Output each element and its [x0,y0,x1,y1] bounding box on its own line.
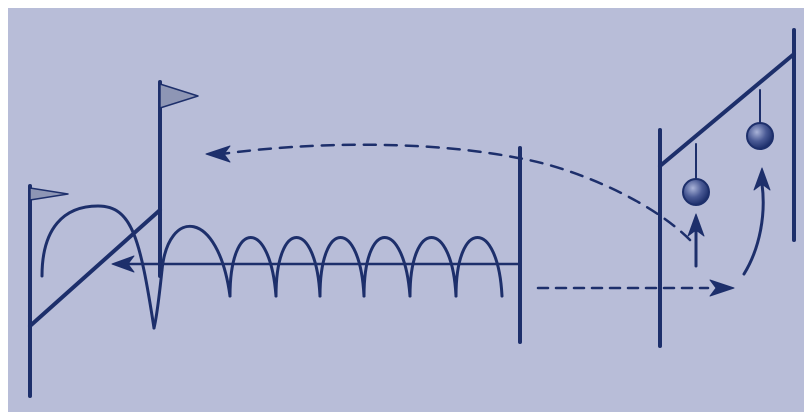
start-flag-station [158,80,199,278]
start-flag-icon [159,83,199,109]
pendulum-ball-1-icon [682,178,710,206]
exercise-course-diagram [8,8,804,412]
left-station [28,184,162,398]
jump-arrow-1-head-icon [687,213,705,237]
dashed-right-arrowhead-icon [709,279,735,297]
jump-arrow-2 [742,182,765,276]
left-flag-icon [29,187,69,201]
dashed-return-arc [220,143,692,242]
panel-background [8,8,804,412]
left-diagonal-bar [28,208,162,328]
right-station [658,28,796,348]
hop-5 [362,236,412,298]
pendulum-ball-2-icon [746,122,774,150]
hop-6 [408,236,458,298]
hop-2 [228,236,278,298]
dashed-return-arrowhead-icon [205,145,231,163]
hop-over-arc [40,204,156,330]
hop-3 [274,236,322,298]
baseline-arrowhead-icon [111,255,135,273]
hop-4 [318,236,366,298]
right-crossbar [658,52,796,168]
hop-7 [454,236,504,298]
hop-dip [152,268,164,330]
hop-1 [160,224,232,298]
jump-arrow-2-head-icon [753,167,771,191]
bounding-hops [152,224,504,330]
